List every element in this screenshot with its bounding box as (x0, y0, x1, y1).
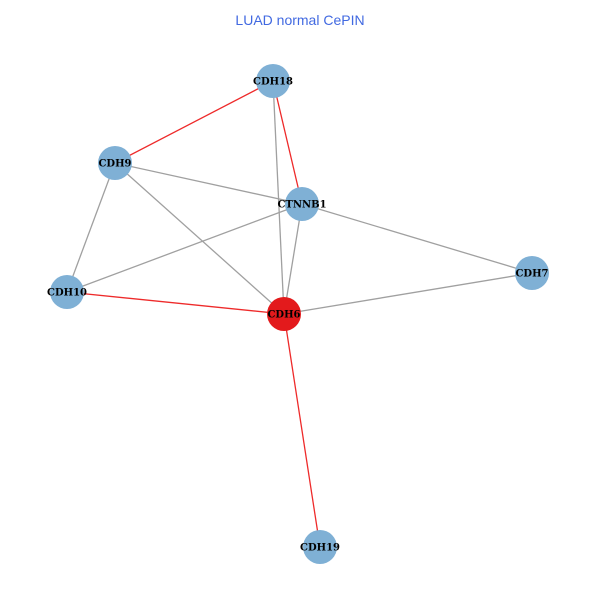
edge-ctnnb1-cdh7 (301, 203, 533, 274)
node-circle[interactable] (256, 64, 290, 98)
edge-cdh9-cdh10 (66, 162, 116, 293)
node-circle[interactable] (515, 256, 549, 290)
node-ctnnb1[interactable]: CTNNB1 (277, 187, 327, 221)
edge-ctnnb1-cdh6 (283, 203, 303, 315)
node-circle[interactable] (285, 187, 319, 221)
edge-cdh9-cdh6 (114, 162, 285, 315)
edge-cdh6-cdh19 (283, 313, 321, 548)
node-label: CDH19 (300, 543, 340, 554)
node-cdh9[interactable]: CDH9 (98, 146, 132, 180)
node-label: CDH6 (267, 310, 300, 321)
node-label: CDH18 (253, 77, 293, 88)
edge-cdh18-cdh9 (114, 80, 274, 164)
node-circle[interactable] (303, 530, 337, 564)
node-label: CDH10 (47, 288, 87, 299)
node-cdh18[interactable]: CDH18 (253, 64, 293, 98)
edge-cdh6-cdh7 (283, 272, 533, 315)
edge-cdh18-cdh6 (272, 80, 285, 315)
node-circle[interactable] (50, 275, 84, 309)
node-label: CDH9 (98, 159, 131, 170)
edge-ctnnb1-cdh10 (66, 203, 303, 293)
graph-title: LUAD normal CePIN (235, 12, 365, 28)
node-label: CDH7 (515, 269, 548, 280)
edge-cdh9-ctnnb1 (114, 162, 303, 205)
edge-cdh10-cdh6 (66, 291, 285, 315)
edge-layer (66, 80, 533, 548)
node-cdh7[interactable]: CDH7 (515, 256, 549, 290)
edge-cdh18-ctnnb1 (272, 80, 303, 205)
node-circle[interactable] (98, 146, 132, 180)
node-cdh6[interactable]: CDH6 (267, 297, 301, 331)
node-circle[interactable] (267, 297, 301, 331)
node-cdh10[interactable]: CDH10 (47, 275, 87, 309)
node-cdh19[interactable]: CDH19 (300, 530, 340, 564)
node-label: CTNNB1 (277, 200, 326, 211)
